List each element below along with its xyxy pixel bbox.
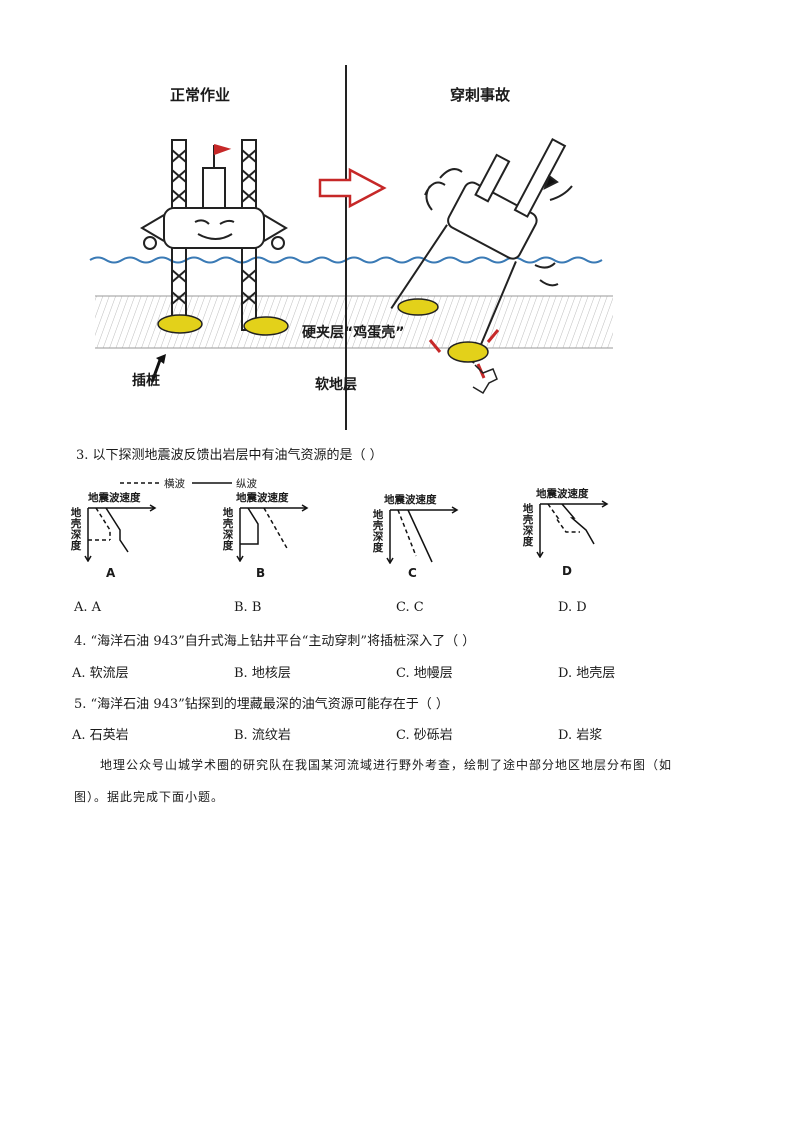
legend-longitudinal-label: 纵波	[236, 478, 257, 490]
q3-option-c[interactable]: C. C	[396, 600, 424, 615]
q5-option-b[interactable]: B. 流纹岩	[234, 728, 291, 743]
q3-stem: 3. 以下探测地震波反馈出岩层中有油气资源的是（ ）	[76, 448, 383, 463]
graph-b-y-label: 地壳深度	[222, 507, 234, 552]
graph-d: 地震波速度 地壳深度 D	[522, 486, 612, 580]
intro-line-1: 地理公众号山城学术圈的研究队在我国某河流域进行野外考查，绘制了途中部分地区地层分…	[100, 758, 673, 772]
graph-a: 地震波速度 地壳深度 A	[70, 490, 160, 582]
cartoon-figure: 正常作业 穿刺事故 硬夹层“鸡蛋壳” 插桩 软地层	[80, 60, 625, 435]
figure-drawing	[89, 65, 613, 430]
normal-platform	[140, 139, 288, 331]
hard-layer-label: 硬夹层“鸡蛋壳”	[302, 325, 405, 341]
q4-option-a[interactable]: A. 软流层	[72, 666, 129, 681]
q5-option-a[interactable]: A. 石英岩	[72, 728, 129, 743]
graph-d-x-label: 地震波速度	[536, 488, 589, 500]
pile-foot-left	[157, 314, 203, 334]
legend-transverse-label: 横波	[164, 478, 185, 490]
pile-label: 插桩	[132, 373, 160, 389]
q4-stem: 4. “海洋石油 943”自升式海上钻井平台“主动穿刺”将插桩深入了（ ）	[74, 634, 476, 649]
tilted-foot-upper	[397, 298, 439, 316]
wave-legend: 横波 纵波	[120, 476, 320, 490]
graph-b-plot	[236, 504, 309, 562]
longitudinal-legend-line	[192, 482, 232, 484]
graph-a-plot	[84, 504, 157, 562]
graph-b-x-label: 地震波速度	[236, 492, 289, 504]
graph-d-letter: D	[562, 564, 572, 578]
pile-arrow	[150, 359, 162, 383]
tilted-foot-lower	[447, 341, 489, 363]
transition-arrow	[318, 167, 387, 209]
graph-c-x-label: 地震波速度	[384, 494, 437, 506]
q5-option-d[interactable]: D. 岩浆	[558, 728, 603, 743]
graph-b-letter: B	[256, 566, 266, 580]
transverse-legend-line	[120, 482, 160, 484]
graph-a-letter: A	[106, 566, 116, 580]
q3-option-a[interactable]: A. A	[74, 600, 102, 615]
graph-c-y-label: 地壳深度	[372, 509, 384, 554]
graph-b: 地震波速度 地壳深度 B	[222, 490, 312, 582]
graph-a-x-label: 地震波速度	[88, 492, 141, 504]
q3-option-b[interactable]: B. B	[234, 600, 262, 615]
soft-layer-label: 软地层	[315, 377, 357, 393]
graph-c-letter: C	[408, 566, 417, 580]
left-figure-title: 正常作业	[170, 86, 231, 104]
q4-option-d[interactable]: D. 地壳层	[558, 666, 616, 681]
right-figure-title: 穿刺事故	[450, 86, 511, 104]
graph-d-y-label: 地壳深度	[522, 503, 534, 548]
q4-option-b[interactable]: B. 地核层	[234, 666, 291, 681]
graph-c-plot	[386, 506, 459, 564]
pile-foot-right	[243, 316, 289, 336]
graph-c: 地震波速度 地壳深度 C	[372, 490, 462, 582]
graph-d-plot	[536, 500, 609, 558]
q3-option-d[interactable]: D. D	[558, 600, 587, 615]
graph-a-y-label: 地壳深度	[70, 507, 82, 552]
q5-option-c[interactable]: C. 砂砾岩	[396, 728, 453, 743]
intro-line-2: 图）。据此完成下面小题。	[74, 790, 225, 804]
q4-option-c[interactable]: C. 地幔层	[396, 666, 453, 681]
q5-stem: 5. “海洋石油 943”钻探到的埋藏最深的油气资源可能存在于（ ）	[74, 697, 449, 712]
